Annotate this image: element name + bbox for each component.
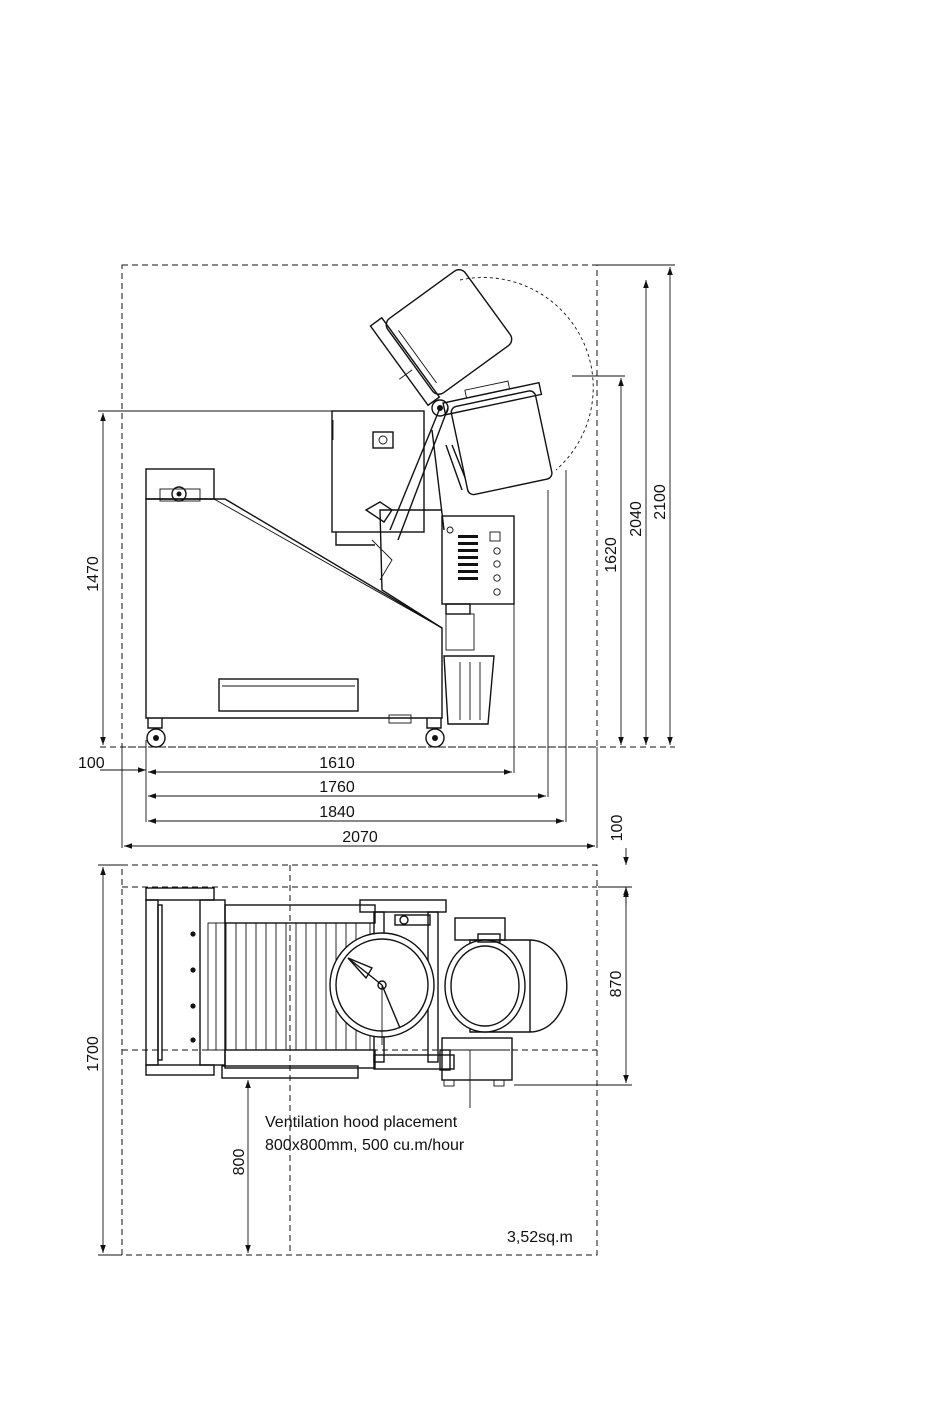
hood-note-line1: Ventilation hood placement	[265, 1114, 458, 1131]
dim-2100-label: 2100	[652, 484, 669, 520]
area-label: 3,52sq.m	[507, 1229, 573, 1246]
dim-1610-label: 1610	[319, 755, 355, 772]
hood-note-line2: 800x800mm, 500 cu.m/hour	[265, 1137, 465, 1154]
dim-2070-label: 2070	[342, 829, 378, 846]
side-view: 1470 1620 2040 2100 100 1610 1760 1840 2…	[78, 263, 675, 848]
hopper-body	[146, 469, 442, 723]
dim-1700-label: 1700	[85, 1036, 102, 1072]
output-tray	[444, 656, 494, 724]
dim-1470-label: 1470	[85, 556, 102, 592]
plan-control-box	[440, 1038, 512, 1086]
plan-view: 100 870 1700 800 Ventilation hood placem…	[85, 815, 632, 1255]
dim-1620-label: 1620	[603, 537, 620, 573]
side-envelope	[122, 265, 597, 747]
dim-100-left-label: 100	[78, 755, 105, 772]
dim-2040-label: 2040	[628, 501, 645, 537]
bucket-tilted	[441, 375, 558, 497]
plan-bucket	[445, 918, 567, 1032]
dim-870-label: 870	[608, 971, 625, 998]
dim-800-label: 800	[231, 1149, 248, 1176]
caster-left	[147, 718, 165, 747]
control-panel	[442, 516, 514, 650]
dim-gap-100-label: 100	[609, 815, 626, 842]
dim-1840-label: 1840	[319, 804, 355, 821]
caster-right	[426, 718, 444, 747]
dim-1760-label: 1760	[319, 779, 355, 796]
upper-housing	[332, 411, 424, 545]
bucket-raised	[364, 263, 515, 410]
